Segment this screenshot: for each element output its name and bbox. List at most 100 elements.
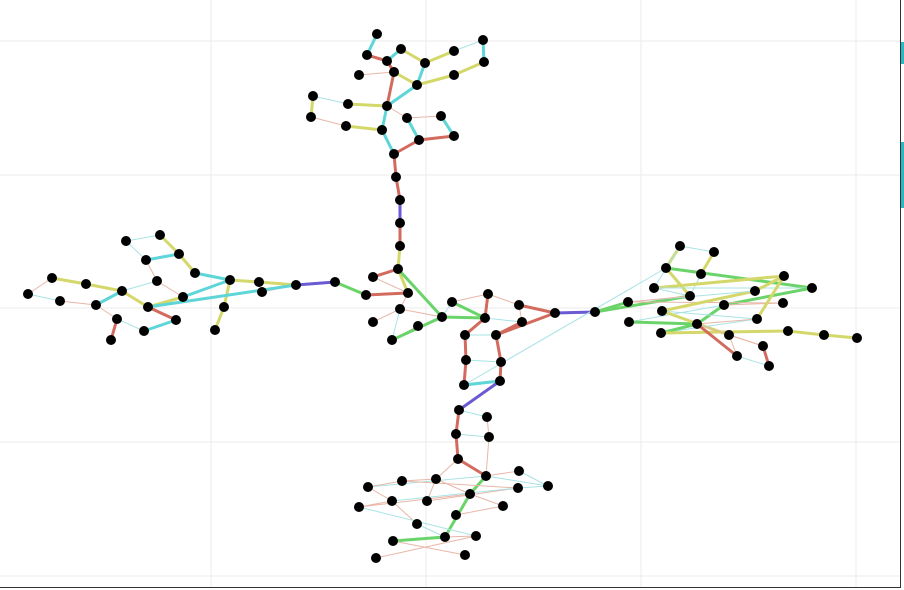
graph-edge	[156, 280, 184, 298]
graph-edge	[822, 333, 859, 340]
graph-node	[496, 357, 506, 367]
graph-edge	[664, 266, 814, 290]
graph-edge	[193, 271, 232, 282]
graph-node	[819, 330, 829, 340]
graph-node	[117, 286, 127, 296]
graph-edge	[593, 300, 630, 314]
graph-edge	[723, 302, 784, 306]
graph-edge	[755, 274, 786, 321]
graph-node	[436, 111, 446, 121]
graph-node	[440, 532, 450, 542]
graph-edge	[367, 475, 487, 488]
graph-edge	[627, 320, 699, 326]
graph-node	[449, 131, 459, 141]
graph-node	[47, 273, 57, 283]
graph-edge	[484, 317, 523, 323]
graph-edge	[659, 329, 790, 335]
graph-edge	[417, 134, 456, 142]
graph-edge	[593, 294, 692, 314]
graph-node	[178, 292, 188, 302]
graph-edge	[364, 291, 410, 297]
graph-node	[807, 283, 817, 293]
graph-edge	[346, 102, 389, 108]
graph-node	[306, 112, 316, 122]
graph-edge	[462, 379, 502, 387]
graph-node	[460, 330, 470, 340]
graph-edge	[696, 318, 758, 325]
graph-node	[656, 328, 666, 338]
graph-edge	[660, 289, 757, 313]
graph-node	[590, 307, 600, 317]
graph-edge	[553, 310, 597, 315]
graph-node	[257, 287, 267, 297]
graph-node	[121, 236, 131, 246]
graph-edge	[358, 493, 471, 508]
graph-edge	[463, 267, 667, 386]
graph-node	[210, 325, 220, 335]
graph-node	[649, 283, 659, 293]
graph-edge	[392, 540, 466, 556]
graph-node	[498, 501, 508, 511]
graph-node	[139, 326, 149, 336]
graph-node	[377, 125, 387, 135]
graph-node	[91, 300, 101, 310]
graph-node	[414, 135, 424, 145]
graph-edge	[664, 266, 692, 298]
graph-node	[391, 172, 401, 182]
graph-edge	[457, 379, 502, 412]
graph-node	[543, 481, 553, 491]
graph-node	[291, 280, 301, 290]
graph-edge	[444, 535, 477, 538]
graph-node	[431, 474, 441, 484]
graph-edge	[728, 334, 764, 347]
graph-edge	[679, 245, 715, 253]
graph-edge	[786, 329, 826, 337]
graph-node	[190, 268, 200, 278]
nodes-layer	[23, 29, 862, 563]
graph-edge	[518, 470, 549, 487]
graph-edge	[344, 124, 384, 132]
graph-node	[382, 101, 392, 111]
graph-node	[779, 271, 789, 281]
graph-node	[623, 297, 633, 307]
graph-edge	[385, 70, 396, 108]
graph-edge	[440, 315, 487, 320]
graph-node	[141, 255, 151, 265]
graph-node	[437, 312, 447, 322]
graph-edge	[487, 293, 520, 306]
graph-node	[420, 58, 430, 68]
graph-edge	[401, 480, 519, 489]
graph-edge	[435, 478, 471, 495]
graph-node	[758, 341, 768, 351]
graph-edge	[146, 283, 298, 309]
graph-node	[657, 306, 667, 316]
graph-node	[495, 376, 505, 386]
graph-node	[451, 429, 461, 439]
graph-node	[852, 333, 862, 343]
graph-node	[361, 290, 371, 300]
graph-node	[389, 67, 399, 77]
graph-node	[449, 70, 459, 80]
graph-edge	[695, 303, 726, 326]
graph-node	[368, 272, 378, 282]
graph-edge	[294, 280, 337, 287]
graph-node	[397, 476, 407, 486]
graph-edge	[660, 318, 758, 334]
graph-node	[81, 279, 91, 289]
graph-edge	[455, 505, 504, 516]
graph-node	[372, 29, 382, 39]
graph-node	[719, 300, 729, 310]
graph-node	[513, 483, 523, 493]
graph-edge	[391, 535, 447, 543]
graph-node	[478, 35, 488, 45]
graph-edge	[452, 60, 486, 77]
graph-node	[382, 56, 392, 66]
graph-node	[106, 335, 116, 345]
graph-edge	[661, 310, 758, 320]
graph-node	[371, 553, 381, 563]
graph-edge	[485, 436, 490, 477]
graph-edge	[406, 115, 442, 119]
